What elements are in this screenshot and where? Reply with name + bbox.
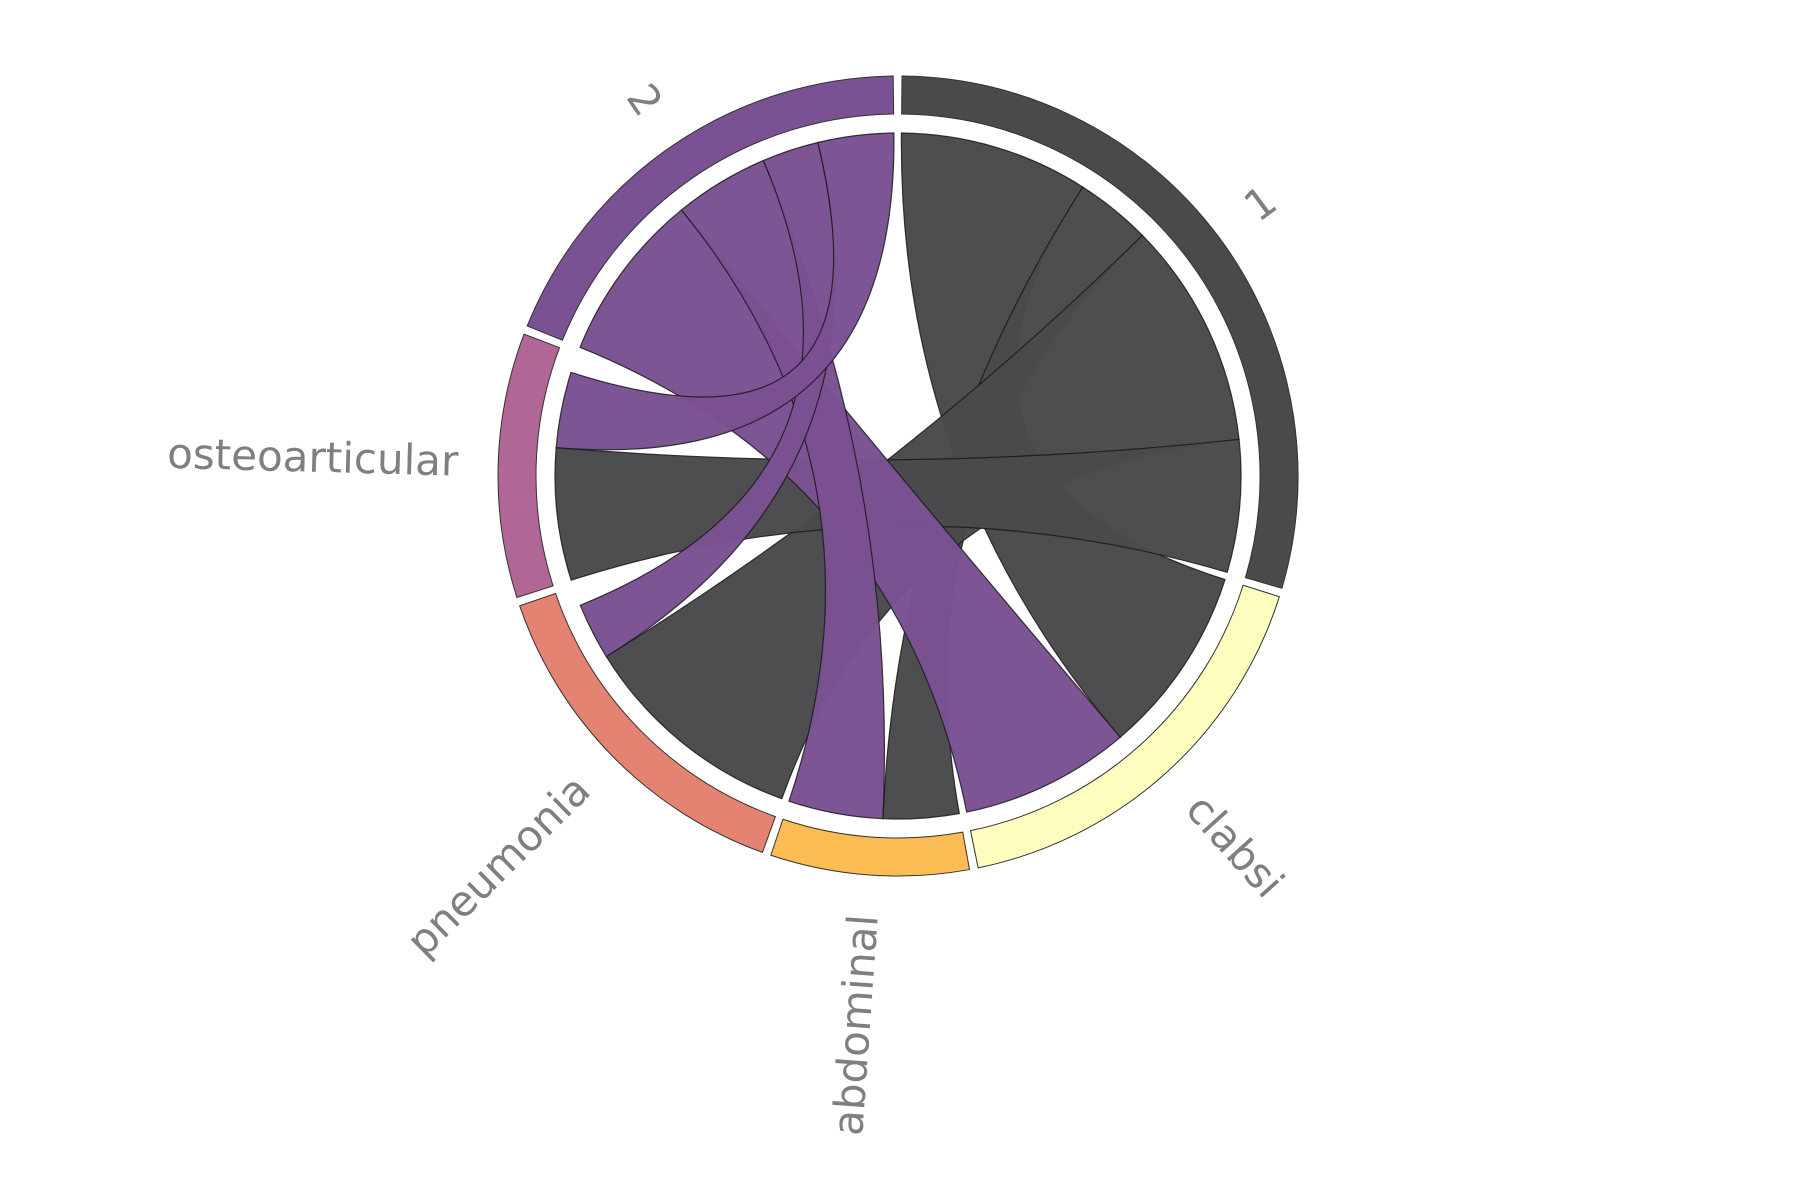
node-label-abdominal: abdominal	[823, 913, 888, 1137]
node-label-2: 2	[617, 75, 673, 125]
node-arc-1	[901, 75, 1299, 589]
node-arc-osteoarticular	[497, 333, 561, 599]
node-label-pneumonia: pneumonia	[397, 765, 600, 966]
node-label-1: 1	[1235, 176, 1286, 231]
node-arc-abdominal	[770, 818, 971, 877]
node-label-clabsi: clabsi	[1176, 785, 1293, 908]
node-arc-layer	[497, 75, 1299, 877]
node-arc-pneumonia	[519, 592, 777, 854]
node-arc-clabsi	[969, 584, 1280, 869]
ribbon-2-osteoarticular	[555, 132, 895, 451]
node-arc-2	[526, 75, 895, 341]
node-label-osteoarticular: osteoarticular	[167, 429, 460, 486]
ribbon-layer	[554, 132, 1242, 820]
